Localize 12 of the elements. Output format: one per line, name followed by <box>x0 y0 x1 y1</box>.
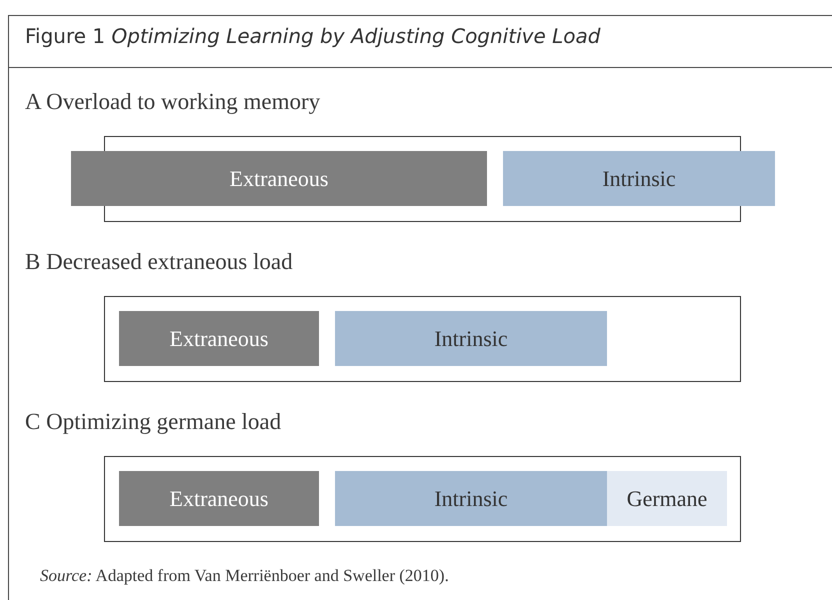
panel-heading: B Decreased extraneous load <box>25 248 293 276</box>
load-bar: Intrinsic <box>335 311 607 366</box>
load-bar: Extraneous <box>71 151 487 206</box>
load-bar: Intrinsic <box>503 151 775 206</box>
load-bar: Extraneous <box>119 471 319 526</box>
source-note: Source: Adapted from Van Merriënboer and Sweller (2010). <box>40 566 449 586</box>
load-bar: Extraneous <box>119 311 319 366</box>
figure-title: Figure 1 Optimizing Learning by Adjusting Cognitive Load <box>25 24 600 48</box>
load-bar: Intrinsic <box>335 471 607 526</box>
panel-heading: C Optimizing germane load <box>25 408 282 436</box>
load-bar: Germane <box>607 471 727 526</box>
panel-heading: A Overload to working memory <box>25 88 320 116</box>
